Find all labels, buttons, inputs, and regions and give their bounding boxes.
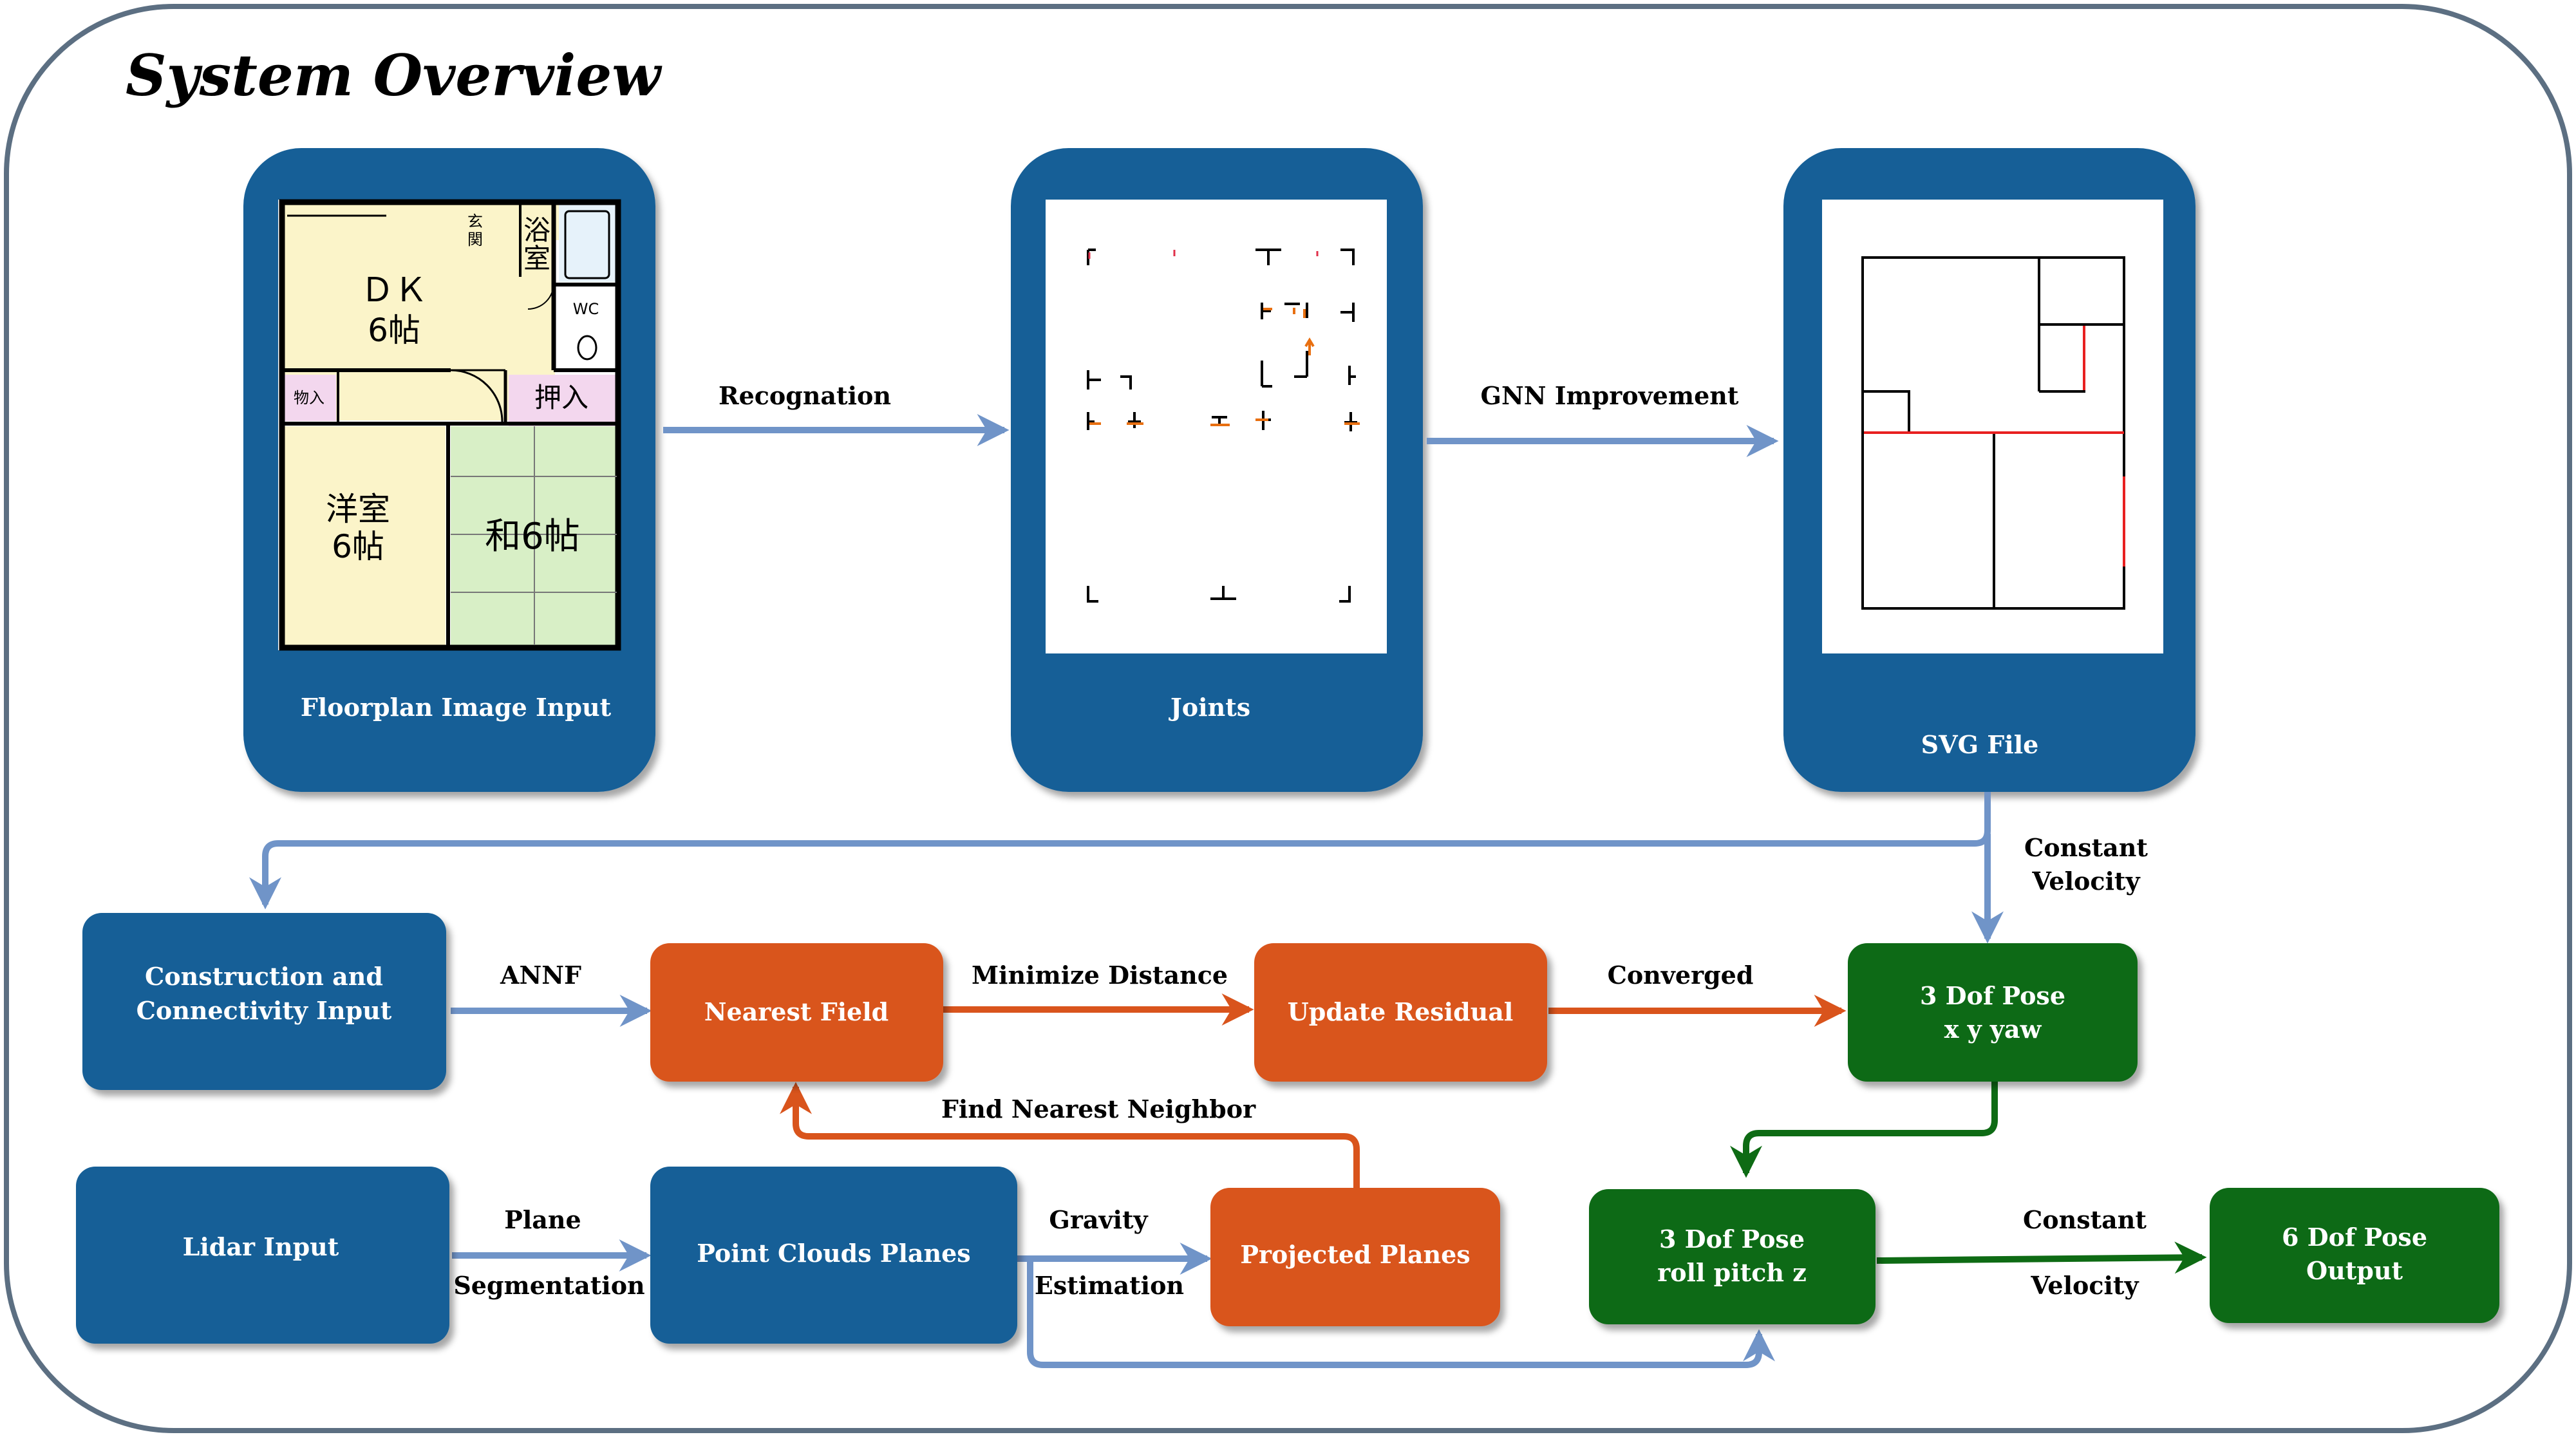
floorplan-label-genkan-1: 玄 (467, 212, 483, 230)
svg-text:3 Dof Pose: 3 Dof Pose (1659, 1225, 1805, 1254)
blue-arrows (249, 414, 2004, 1368)
svg-text:3 Dof Pose: 3 Dof Pose (1920, 981, 2065, 1010)
box-update-residual: Update Residual (1254, 943, 1547, 1082)
joint-orange-markers (1089, 308, 1360, 426)
edge-label-gravity: Gravity (1049, 1205, 1148, 1234)
arrow-find-nearest-neighbor (780, 1082, 1360, 1188)
floorplan-label-bath-2: 室 (523, 243, 550, 274)
box-pose-3dof-roll-pitch-z: 3 Dof Pose roll pitch z (1589, 1189, 1876, 1324)
floorplan-label-wc: WC (573, 300, 599, 318)
joints-panel: Joints (1011, 148, 1423, 792)
edge-label-estimation: Estimation (1035, 1271, 1184, 1300)
green-arrows (1730, 1080, 2207, 1274)
edge-label-velocity-top: Velocity (2031, 867, 2140, 896)
svg-text:x y yaw: x y yaw (1944, 1015, 2042, 1044)
box-point-clouds-planes: Point Clouds Planes (650, 1167, 1017, 1344)
floorplan-label-storage: 物入 (294, 389, 324, 407)
floorplan-label-bath-1: 浴 (523, 214, 550, 246)
svg-text:Point Clouds Planes: Point Clouds Planes (697, 1239, 970, 1268)
arrow-pose3b-to-pose6 (1876, 1241, 2207, 1274)
svg-text:Nearest Field: Nearest Field (704, 997, 889, 1026)
svg-text:Lidar Input: Lidar Input (183, 1232, 339, 1261)
edge-label-constant-top: Constant (2024, 833, 2148, 862)
edge-label-segmentation: Segmentation (453, 1271, 644, 1300)
joints-panel-label: Joints (1169, 693, 1250, 722)
floorplan-panel: ＤＫ 6帖 玄 関 浴 室 WC 物入 押入 洋室 6帖 和6帖 Floorpl… (243, 148, 655, 792)
floorplan-label-genkan-2: 関 (467, 230, 483, 249)
svg-text:Projected Planes: Projected Planes (1240, 1240, 1470, 1269)
svg-text:roll pitch z: roll pitch z (1657, 1258, 1807, 1287)
svg-text:Output: Output (2306, 1256, 2403, 1285)
edge-label-gnn: GNN Improvement (1481, 381, 1739, 410)
edge-label-annf: ANNF (500, 961, 581, 990)
svg-text:Connectivity Input: Connectivity Input (136, 996, 392, 1025)
arrow-pose3a-to-pose3b (1730, 1080, 1998, 1178)
floorplan-label-western-2: 6帖 (332, 528, 384, 565)
box-pose-3dof-xy-yaw: 3 Dof Pose x y yaw (1848, 943, 2138, 1082)
edge-label-minimize: Minimize Distance (972, 961, 1228, 990)
edge-label-converged: Converged (1608, 961, 1754, 990)
edge-label-find-nn: Find Nearest Neighbor (941, 1094, 1256, 1123)
svg-file-panel-label: SVG File (1921, 730, 2039, 759)
svg-text:Construction and: Construction and (145, 962, 383, 991)
floorplan-label-japanese: 和6帖 (485, 516, 580, 558)
svg-text:6 Dof Pose: 6 Dof Pose (2282, 1223, 2427, 1252)
box-construction-input: Construction and Connectivity Input (82, 913, 446, 1090)
orange-arrows (780, 993, 1847, 1188)
floorplan-label-dk: ＤＫ (361, 271, 428, 310)
process-boxes: Construction and Connectivity Input Near… (76, 913, 2499, 1344)
box-lidar-input: Lidar Input (76, 1167, 449, 1344)
floorplan-label-dk-size: 6帖 (368, 312, 420, 349)
edge-label-plane: Plane (504, 1205, 581, 1234)
svg-text:Update Residual: Update Residual (1288, 997, 1514, 1026)
floorplan-label-closet: 押入 (534, 382, 588, 413)
box-projected-planes: Projected Planes (1210, 1188, 1500, 1326)
box-pose-6dof-output: 6 Dof Pose Output (2210, 1188, 2499, 1323)
edge-label-recognation: Recognation (719, 381, 891, 410)
floorplan-label-western-1: 洋室 (326, 491, 390, 528)
box-nearest-field: Nearest Field (650, 943, 943, 1082)
page-title: System Overview (126, 42, 663, 109)
joint-markers (1087, 249, 1357, 603)
edge-label-velocity-bottom: Velocity (2030, 1271, 2139, 1300)
edge-label-constant-bottom: Constant (2023, 1205, 2147, 1234)
edge-labels: Recognation GNN Improvement Constant Vel… (453, 381, 2148, 1300)
svg-file-panel: SVG File (1783, 148, 2195, 792)
joint-red-markers (1088, 250, 1319, 259)
arrow-point-clouds-to-pose3b (1027, 1259, 1775, 1368)
floorplan-panel-label: Floorplan Image Input (301, 693, 612, 722)
